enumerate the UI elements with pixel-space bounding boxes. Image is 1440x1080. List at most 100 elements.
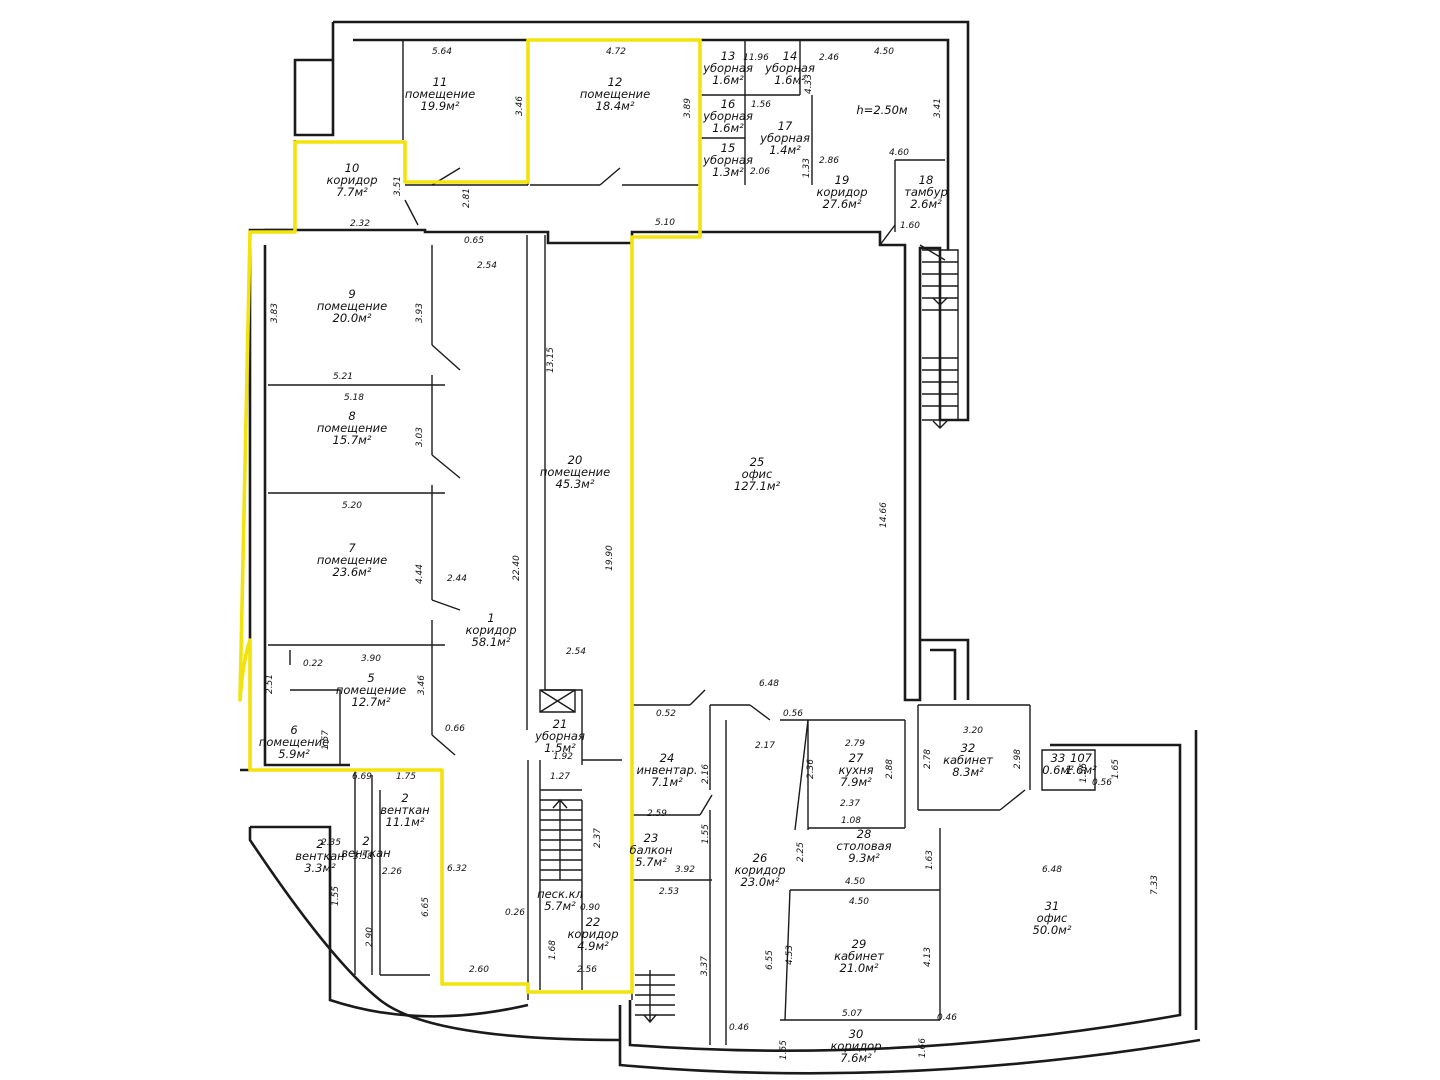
room-label-line: 25	[750, 455, 765, 469]
dimension-label: 1.66	[918, 1038, 928, 1058]
room-label-line: 21	[553, 717, 568, 731]
room-label-line: помещение	[317, 299, 387, 313]
door-swings	[404, 167, 1026, 1021]
room-label-line: 5.7м²	[544, 899, 576, 913]
room-label-line: помещение	[336, 683, 406, 697]
room-label-line: 6	[290, 723, 297, 737]
room-label-line: 18	[919, 173, 934, 187]
dimension-label: 2.36	[806, 759, 816, 779]
dimension-label: 6.65	[421, 897, 431, 917]
dimension-label: 4.33	[804, 74, 814, 94]
dimension-label: 5.21	[333, 372, 353, 382]
room-label-line: 27	[849, 751, 864, 765]
room-label-line: 30	[849, 1027, 864, 1041]
dimension-label: 6.55	[765, 950, 775, 970]
room-label-line: 1.6м²	[1065, 763, 1097, 777]
dimension-label: 1.55	[701, 824, 711, 844]
room-label-line: инвентар.	[636, 763, 697, 777]
dimension-label: 2.16	[701, 764, 711, 784]
dimension-label: 7.33	[1150, 875, 1160, 895]
dimension-label: 2.37	[840, 799, 860, 809]
dimension-label: 3.46	[515, 96, 525, 116]
dimension-label: 2.35	[321, 838, 341, 848]
dimension-label: 3.20	[963, 726, 983, 736]
dimension-label: 2.59	[647, 809, 667, 819]
dimension-label: 1.68	[548, 940, 558, 960]
room-label-line: 1.6м²	[774, 73, 806, 87]
dimension-label: 2.98	[1013, 749, 1023, 769]
dimension-label: 3.51	[393, 176, 403, 196]
room-label-line: 19	[835, 173, 850, 187]
room-label-line: уборная	[702, 153, 753, 167]
room-label-line: помещение	[540, 465, 610, 479]
dimension-label: 1.56	[751, 100, 771, 110]
room-label-line: 23.6м²	[333, 565, 372, 579]
room-label-line: 5.9м²	[278, 747, 310, 761]
room-label-line: 33	[1051, 751, 1066, 765]
room-label-line: 12	[608, 75, 623, 89]
room-label-line: 22	[586, 915, 601, 929]
dimension-label: 3.41	[933, 98, 943, 118]
dimension-label: 1.08	[841, 816, 861, 826]
room-label-line: 13	[721, 49, 736, 63]
room-label-line: 2	[362, 834, 369, 848]
dimension-label: 2.51	[265, 674, 275, 694]
room-label-line: 17	[778, 119, 793, 133]
dimension-label: 4.13	[923, 947, 933, 967]
room-label-line: 107	[1070, 751, 1093, 765]
dimension-label: 11.96	[743, 53, 769, 63]
room-label-line: уборная	[534, 729, 585, 743]
dimension-label: 1.27	[550, 772, 570, 782]
room-label-line: 9	[348, 287, 355, 301]
dimension-label: 2.32	[350, 219, 370, 229]
room-label-line: песк.кл	[537, 887, 583, 901]
dimension-label: 1.75	[396, 772, 416, 782]
stairs	[539, 249, 959, 1024]
dimension-label: 4.44	[415, 564, 425, 584]
dimension-label: 0.66	[445, 724, 465, 734]
room-label-line: уборная	[702, 61, 753, 75]
dimension-label: 4.60	[889, 148, 909, 158]
room-label-line: 4.9м²	[577, 939, 609, 953]
dimension-label: 0.56	[1092, 778, 1112, 788]
dimension-label: 2.60	[469, 965, 489, 975]
room-label-line: 23.0м²	[741, 875, 780, 889]
dimension-label: 13.15	[546, 347, 556, 373]
room-label-line: 1.5м²	[544, 741, 576, 755]
dimension-label: 2.46	[819, 53, 839, 63]
room-label-line: вентκан	[341, 846, 391, 860]
room-label-line: 0.6м²	[1042, 763, 1074, 777]
dimension-label: 0.46	[729, 1023, 749, 1033]
room-label-line: коридор	[830, 1039, 881, 1053]
dimension-label: 0.22	[303, 659, 323, 669]
room-label-line: уборная	[702, 109, 753, 123]
dimension-label: 2.37	[593, 828, 603, 848]
dimension-label: 2.90	[365, 927, 375, 947]
room-label-line: 7	[348, 541, 356, 555]
room-label-line: кухня	[839, 763, 874, 777]
room-label-line: 45.3м²	[556, 477, 595, 491]
room-label-line: 8	[348, 409, 355, 423]
room-label-line: помещение	[580, 87, 650, 101]
room-label-line: 27.6м²	[823, 197, 862, 211]
room-label-line: 18.4м²	[596, 99, 635, 113]
room-label-line: 19.9м²	[421, 99, 460, 113]
room-label-line: вентκан	[380, 803, 430, 817]
dimension-label: 2.25	[796, 842, 806, 862]
